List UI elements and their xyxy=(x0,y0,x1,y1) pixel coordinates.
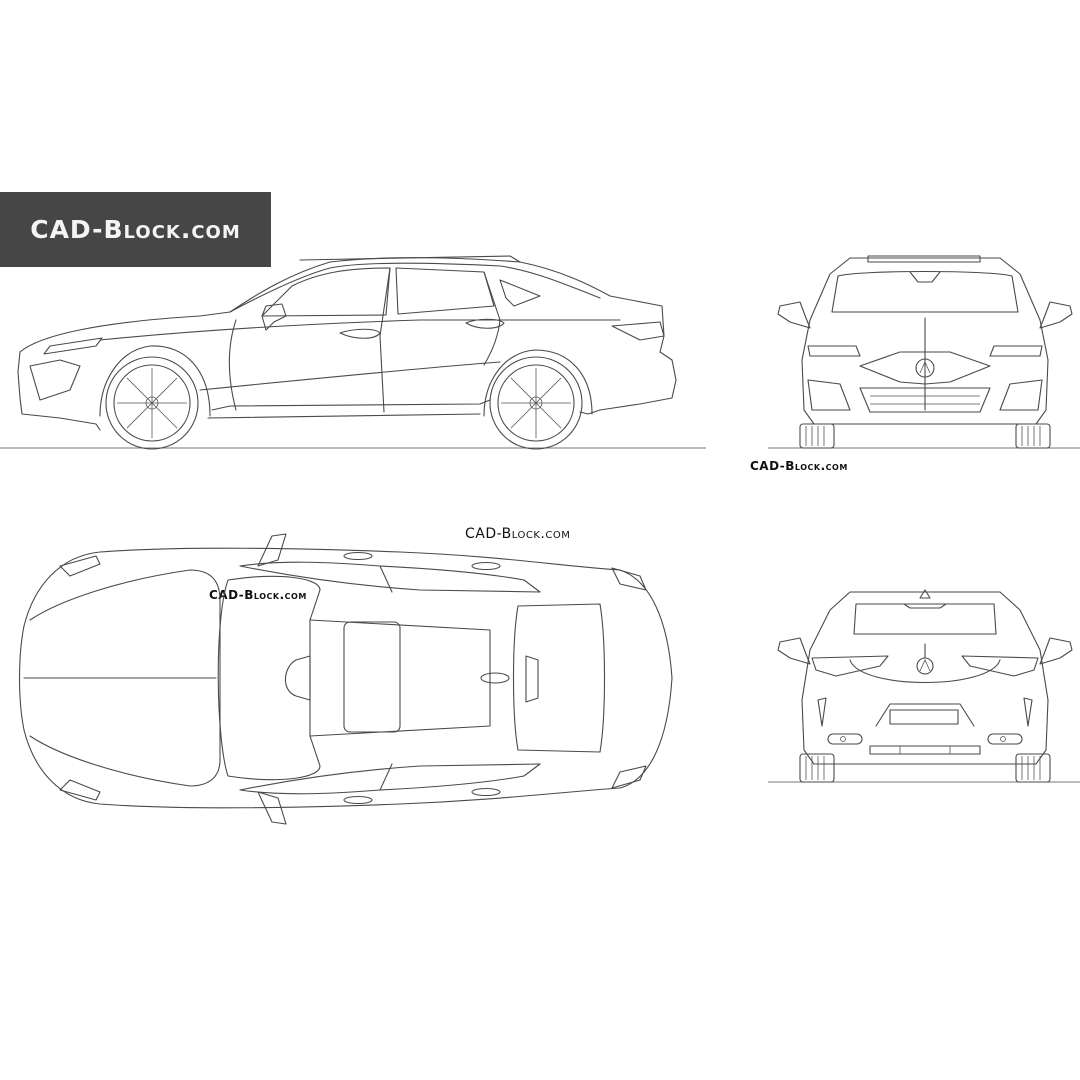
side-view xyxy=(0,255,706,450)
banner-text: CAD-Block.com xyxy=(30,215,241,244)
top-view-watermark-left: CAD-Block.com xyxy=(209,588,307,602)
front-view-watermark: CAD-Block.com xyxy=(750,459,848,473)
rear-view xyxy=(768,589,1080,783)
front-view xyxy=(768,255,1080,449)
top-view xyxy=(18,533,673,825)
cad-block-banner: CAD-Block.com xyxy=(0,192,271,267)
top-view-watermark-right: CAD-Block.com xyxy=(465,526,571,542)
